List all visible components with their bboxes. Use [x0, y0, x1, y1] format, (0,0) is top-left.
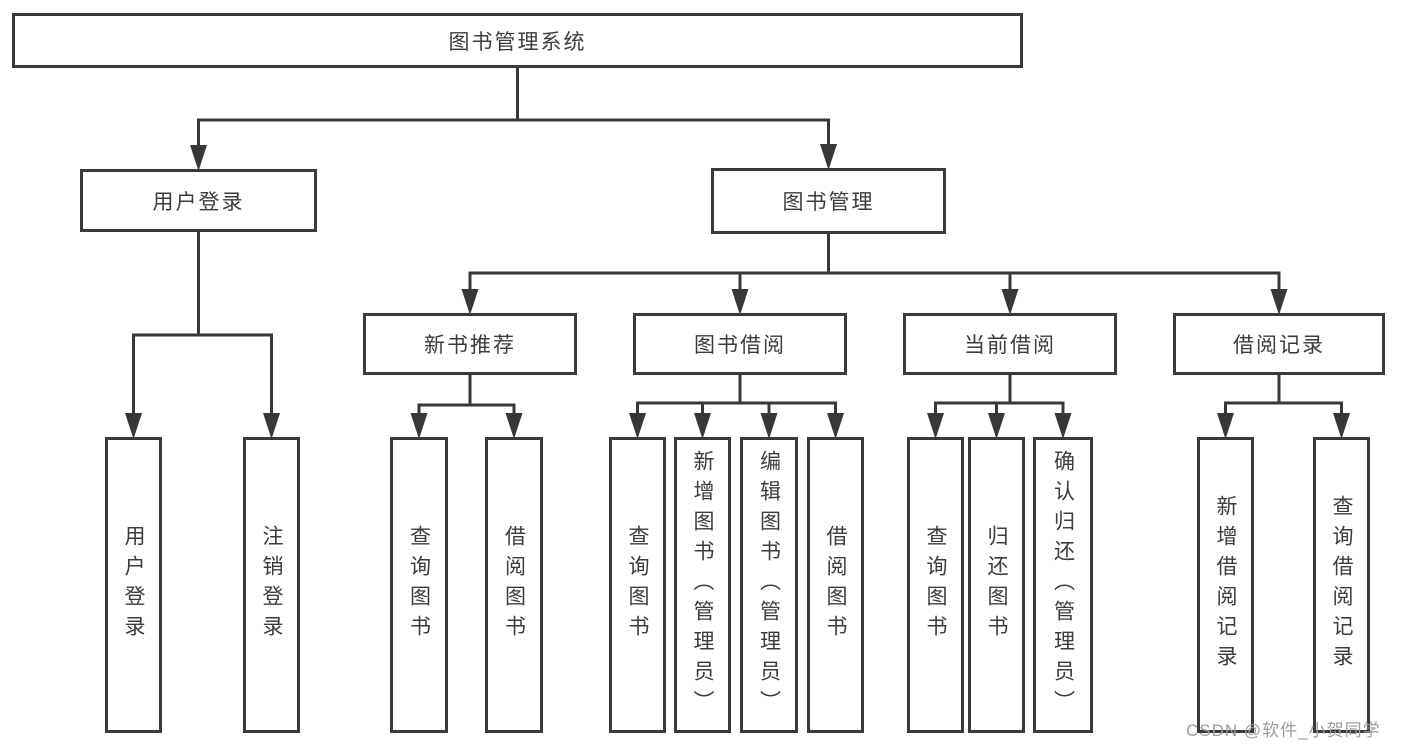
- node-ul-logout: 注销登录: [243, 437, 300, 733]
- node-label-login: 用户登录: [152, 190, 245, 214]
- arrowhead: [1054, 413, 1072, 439]
- arrowhead: [1217, 413, 1234, 439]
- arrowhead: [927, 413, 944, 439]
- arrowhead: [263, 413, 280, 439]
- node-bw-edit: 编辑图书（管理员）: [740, 437, 798, 733]
- node-label-ul-logout: 注销登录: [260, 525, 283, 645]
- node-label-ul-login: 用户登录: [122, 525, 145, 645]
- node-label-cur-confirm: 确认归还（管理员）: [1051, 450, 1075, 720]
- node-label-cur-return: 归还图书: [985, 525, 1008, 645]
- node-label-records: 借阅记录: [1233, 334, 1325, 357]
- arrowhead: [629, 413, 646, 439]
- node-label-cur-query: 查询图书: [924, 525, 947, 645]
- node-current: 当前借阅: [903, 313, 1117, 375]
- node-label-mgmt: 图书管理: [782, 191, 875, 214]
- node-label-bw-edit: 编辑图书（管理员）: [757, 450, 781, 720]
- node-label-bw-query: 查询图书: [626, 525, 649, 645]
- node-label-root: 图书管理系统: [448, 30, 587, 54]
- node-label-nb-borrow: 借阅图书: [502, 525, 526, 645]
- arrowhead: [988, 413, 1005, 439]
- node-mgmt: 图书管理: [711, 168, 946, 234]
- node-label-bw-borrow: 借阅图书: [824, 525, 847, 645]
- node-cur-query: 查询图书: [907, 437, 964, 733]
- node-label-bw-add: 新增图书（管理员）: [691, 450, 714, 720]
- csdn-watermark: CSDN @软件_小贺同学: [1186, 721, 1381, 740]
- arrowhead: [1333, 413, 1350, 439]
- node-bw-borrow: 借阅图书: [807, 437, 864, 733]
- node-cur-return: 归还图书: [968, 437, 1025, 733]
- node-newbook: 新书推荐: [363, 313, 577, 375]
- node-rec-query: 查询借阅记录: [1313, 437, 1370, 733]
- arrowhead: [505, 413, 523, 439]
- node-cur-confirm: 确认归还（管理员）: [1033, 437, 1093, 733]
- node-label-borrow: 图书借阅: [694, 334, 786, 357]
- arrowhead: [731, 289, 749, 315]
- arrowhead: [827, 413, 844, 439]
- node-label-newbook: 新书推荐: [424, 334, 516, 357]
- arrowhead: [410, 413, 428, 439]
- arrowhead: [694, 413, 711, 439]
- node-nb-query: 查询图书: [390, 437, 448, 733]
- node-label-nb-query: 查询图书: [407, 525, 431, 645]
- node-bw-query: 查询图书: [609, 437, 666, 733]
- node-records: 借阅记录: [1173, 313, 1385, 375]
- arrowhead: [125, 413, 142, 439]
- node-rec-add: 新增借阅记录: [1197, 437, 1254, 733]
- node-login: 用户登录: [80, 169, 317, 232]
- node-ul-login: 用户登录: [105, 437, 162, 733]
- node-nb-borrow: 借阅图书: [485, 437, 543, 733]
- node-label-rec-query: 查询借阅记录: [1330, 495, 1353, 675]
- arrowhead: [820, 144, 837, 170]
- node-label-current: 当前借阅: [964, 334, 1056, 357]
- node-bw-add: 新增图书（管理员）: [674, 437, 731, 733]
- node-borrow: 图书借阅: [633, 313, 847, 375]
- arrowhead: [190, 145, 207, 171]
- arrowhead: [760, 413, 778, 439]
- arrowhead: [461, 289, 479, 315]
- node-label-rec-add: 新增借阅记录: [1214, 495, 1237, 675]
- node-root: 图书管理系统: [12, 13, 1023, 68]
- arrowhead: [1270, 289, 1288, 315]
- arrowhead: [1001, 289, 1019, 315]
